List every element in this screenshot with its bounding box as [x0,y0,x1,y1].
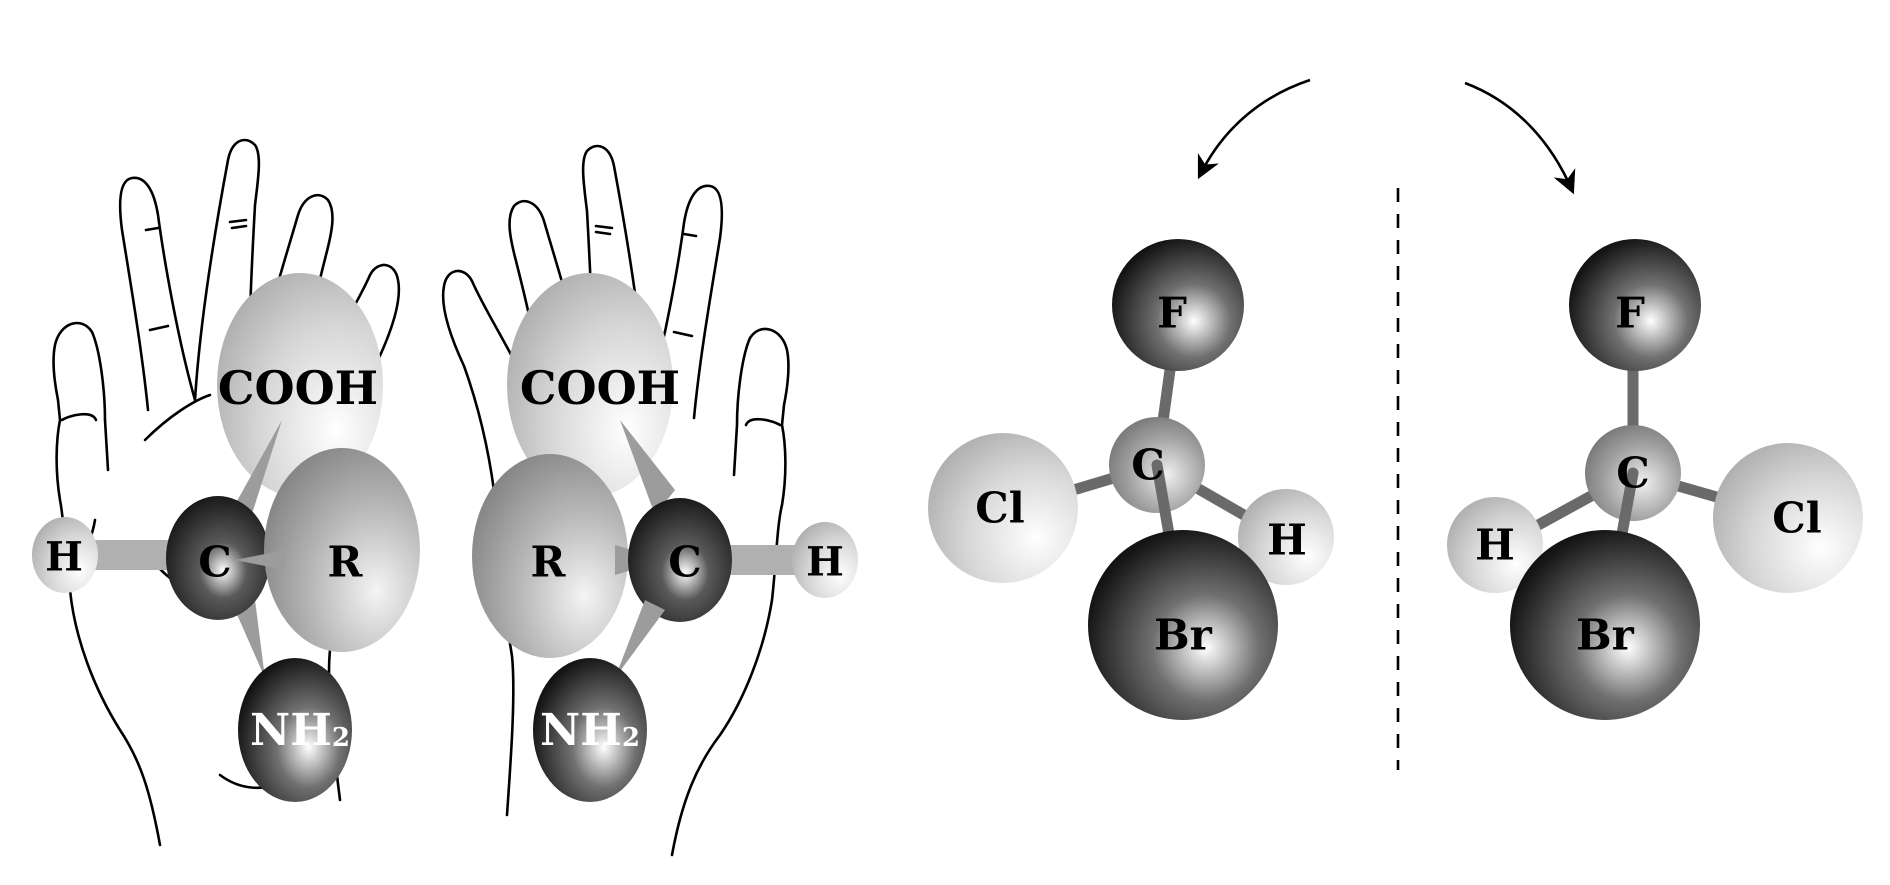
right-hand-molecule: COOH R C H NH2 [472,273,858,802]
r-label: R [531,538,567,587]
hydrogen-sphere [792,522,858,598]
right-enantiomer: F C Cl H Br [1447,239,1863,720]
nh2-sphere [238,658,352,802]
carbon-label: C [1616,449,1649,498]
r-sphere [472,454,628,658]
nh2-main: NH [250,705,332,756]
mirror-arrows [1197,78,1576,770]
nh2-wedge [615,600,665,678]
r-sphere [264,448,420,652]
carbon-label: C [1131,441,1164,490]
cooh-sphere [217,273,383,497]
r-label: R [328,538,364,587]
left-hand-molecule: COOH H C R NH2 [32,273,420,802]
carbon-sphere [628,498,732,622]
fluorine-label: F [1157,289,1187,338]
r-wedge-front [235,550,285,570]
chlorine-atom [1713,443,1863,593]
cooh-label: COOH [520,361,680,415]
hydrogen-sphere [32,517,98,593]
hydrogen-label: H [45,534,83,581]
bromine-label: Br [1154,611,1212,660]
fluorine-atom [1569,239,1701,371]
chlorine-atom [928,433,1078,583]
bond-c-br [1151,459,1176,546]
nh2-subscript: 2 [332,723,350,753]
hydrogen-atom [1447,497,1543,593]
carbon-label: C [198,538,231,587]
bromine-atom [1510,530,1700,720]
cooh-label: COOH [218,361,378,415]
hydrogen-atom [1238,489,1334,585]
carbon-label: C [668,538,701,587]
fluorine-atom [1112,239,1244,371]
curved-arrow-left [1197,78,1311,180]
nh2-wedge [235,600,265,678]
nh2-sphere [533,658,647,802]
bromine-atom [1088,530,1278,720]
cooh-wedge [620,420,675,515]
curved-arrow-right [1464,81,1576,195]
nh2-subscript: 2 [622,723,640,753]
nh2-label: NH2 [540,705,640,756]
hydrogen-label: H [806,539,844,586]
left-enantiomer: F C Cl H Br [928,239,1334,720]
nh2-main: NH [540,705,622,756]
hydrogen-label: H [1267,516,1307,565]
carbon-sphere [166,496,270,620]
cooh-wedge-front [232,420,282,520]
chlorine-label: Cl [1772,494,1821,543]
nh2-label: NH2 [250,705,350,756]
fluorine-label: F [1615,289,1645,338]
hydrogen-label: H [1475,521,1515,570]
bromine-label: Br [1576,611,1634,660]
chlorine-label: Cl [975,484,1024,533]
